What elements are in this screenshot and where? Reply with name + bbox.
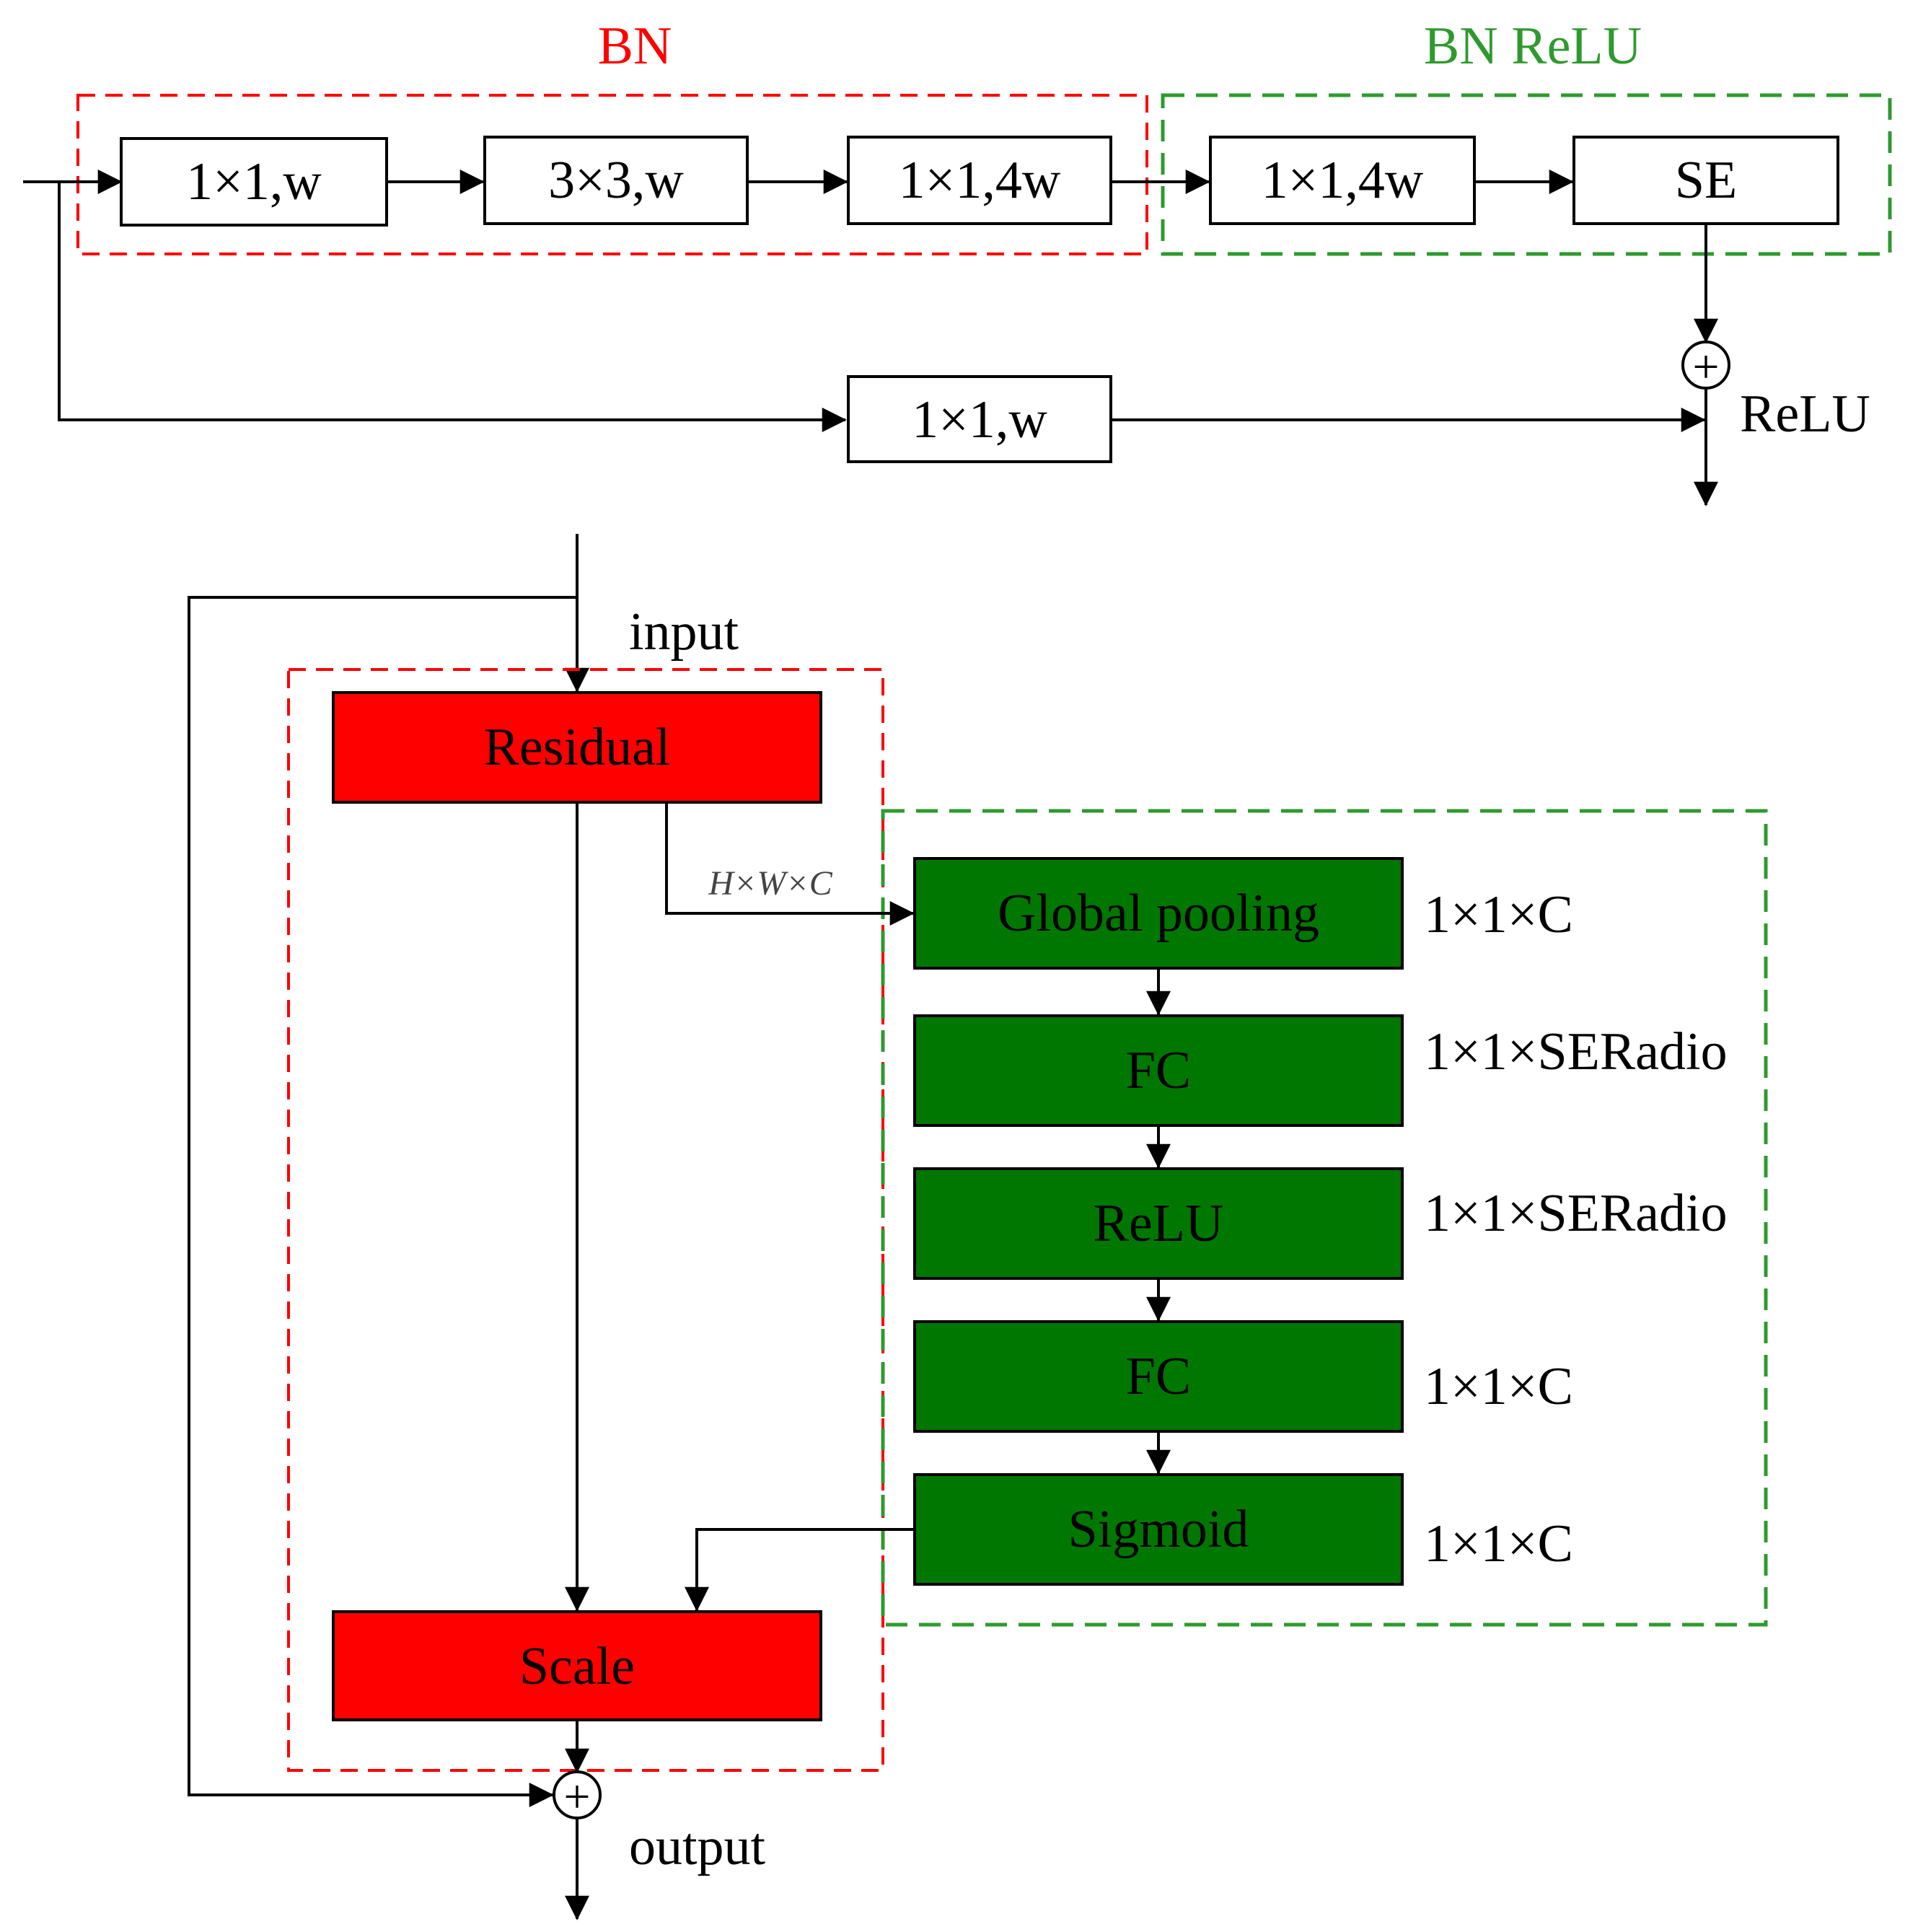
residual-label: Residual xyxy=(484,718,671,777)
group-bnrelu-frame xyxy=(1161,93,1892,256)
top-block-1-label: 1×1,w xyxy=(186,152,322,211)
group-bnrelu-title: BN ReLU xyxy=(1424,17,1642,76)
bottom-input-label: input xyxy=(629,602,739,662)
bottom-skip-line xyxy=(188,596,577,1807)
dim-label-2: 1×1×SERadio xyxy=(1424,1022,1728,1081)
bottom-output-label: output xyxy=(629,1817,766,1876)
residual-block: Residual xyxy=(332,691,822,804)
se-block-3-label: ReLU xyxy=(1094,1194,1224,1253)
se-block-fc-1: FC xyxy=(913,1014,1404,1127)
bottom-sum-node: + xyxy=(553,1770,602,1823)
se-group-frame xyxy=(881,809,1768,1627)
se-block-4-label: FC xyxy=(1126,1347,1192,1406)
se-block-2-label: FC xyxy=(1126,1041,1192,1100)
residual-to-pooling xyxy=(665,802,915,926)
se-block-fc-2: FC xyxy=(913,1320,1404,1433)
top-shortcut-label: 1×1,w xyxy=(912,390,1047,449)
top-shortcut-block: 1×1,w xyxy=(847,375,1112,463)
hwc-label: H×W×C xyxy=(708,864,832,903)
se-block-sigmoid: Sigmoid xyxy=(913,1473,1404,1586)
se-block-5-label: Sigmoid xyxy=(1068,1500,1249,1559)
top-block-1: 1×1,w xyxy=(120,137,388,227)
bottom-sum-symbol: + xyxy=(563,1770,590,1823)
scale-block: Scale xyxy=(332,1610,822,1721)
top-sum-symbol: + xyxy=(1692,341,1719,393)
residual-group-frame xyxy=(287,668,884,1772)
top-block-se-label: SE xyxy=(1675,151,1737,210)
scale-label: Scale xyxy=(519,1637,635,1696)
dim-label-3: 1×1×SERadio xyxy=(1424,1184,1728,1243)
sigmoid-to-scale xyxy=(685,1528,915,1612)
top-block-se: SE xyxy=(1572,136,1839,225)
dim-label-1: 1×1×C xyxy=(1424,885,1573,944)
top-sum-node: + xyxy=(1681,341,1730,393)
se-block-1-label: Global pooling xyxy=(998,884,1319,943)
se-block-relu: ReLU xyxy=(913,1167,1404,1280)
top-block-3-label: 1×1,4w xyxy=(899,151,1061,210)
dim-label-5: 1×1×C xyxy=(1424,1514,1573,1573)
top-block-4: 1×1,4w xyxy=(1209,136,1476,225)
top-block-2-label: 3×3,w xyxy=(548,151,684,210)
group-bn-frame xyxy=(76,94,1148,255)
top-block-3: 1×1,4w xyxy=(847,136,1112,225)
top-block-2: 3×3,w xyxy=(483,136,749,225)
se-block-global-pooling: Global pooling xyxy=(913,857,1404,970)
dim-label-4: 1×1×C xyxy=(1424,1357,1573,1416)
group-bn-title: BN xyxy=(598,17,672,76)
top-block-4-label: 1×1,4w xyxy=(1262,151,1424,210)
top-relu-label: ReLU xyxy=(1740,385,1870,444)
top-shortcut-line xyxy=(58,182,847,432)
